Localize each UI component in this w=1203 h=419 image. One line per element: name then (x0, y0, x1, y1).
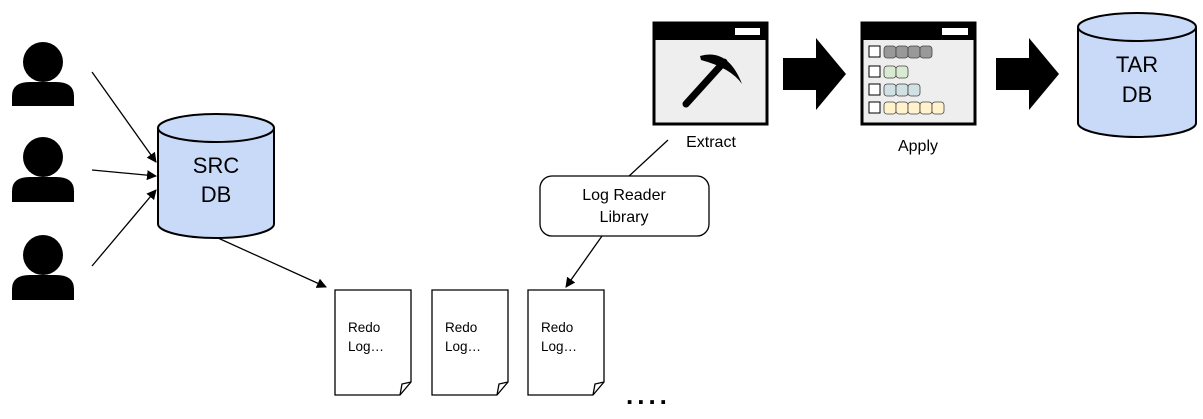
user-icon (12, 137, 74, 202)
redo-log-line2: Log… (445, 339, 481, 354)
redo-log-line2: Log… (541, 339, 577, 354)
user-icon (12, 235, 74, 300)
tar-database: TAR DB (1077, 12, 1197, 138)
more-logs-ellipsis: .... (626, 380, 671, 410)
apply-label: Apply (898, 138, 938, 155)
user-icon (12, 42, 74, 106)
src-db-label-line2: DB (201, 182, 232, 207)
log-reader-library: Log Reader Library (539, 175, 710, 237)
redo-log-line1: Redo (348, 320, 380, 335)
extract-connector (627, 139, 669, 178)
read-log-arrow (565, 235, 603, 288)
redo-log-document: Redo Log… (334, 289, 412, 396)
redo-log-line1: Redo (541, 320, 573, 335)
redo-log-line2: Log… (348, 339, 384, 354)
tar-db-label-line2: DB (1122, 82, 1153, 107)
user-arrow (91, 169, 157, 181)
redo-log-line1: Redo (445, 320, 477, 335)
extract-label: Extract (686, 134, 736, 151)
arrow-right-icon (996, 38, 1059, 110)
pickaxe-icon (682, 54, 742, 108)
user-arrow (91, 189, 157, 267)
user-arrow (91, 71, 157, 163)
tar-db-label-line1: TAR (1116, 52, 1158, 77)
redo-log-document: Redo Log… (527, 289, 605, 396)
redo-log-document: Redo Log… (431, 289, 509, 396)
arrow-right-icon (783, 38, 846, 110)
log-reader-line2: Library (600, 209, 649, 226)
src-database: SRC DB (157, 113, 275, 239)
apply-rows (868, 45, 945, 115)
extract-window (652, 21, 769, 126)
write-log-arrow (217, 237, 327, 288)
log-reader-line1: Log Reader (582, 187, 666, 204)
src-db-label-line1: SRC (193, 153, 240, 178)
apply-window (860, 21, 977, 126)
